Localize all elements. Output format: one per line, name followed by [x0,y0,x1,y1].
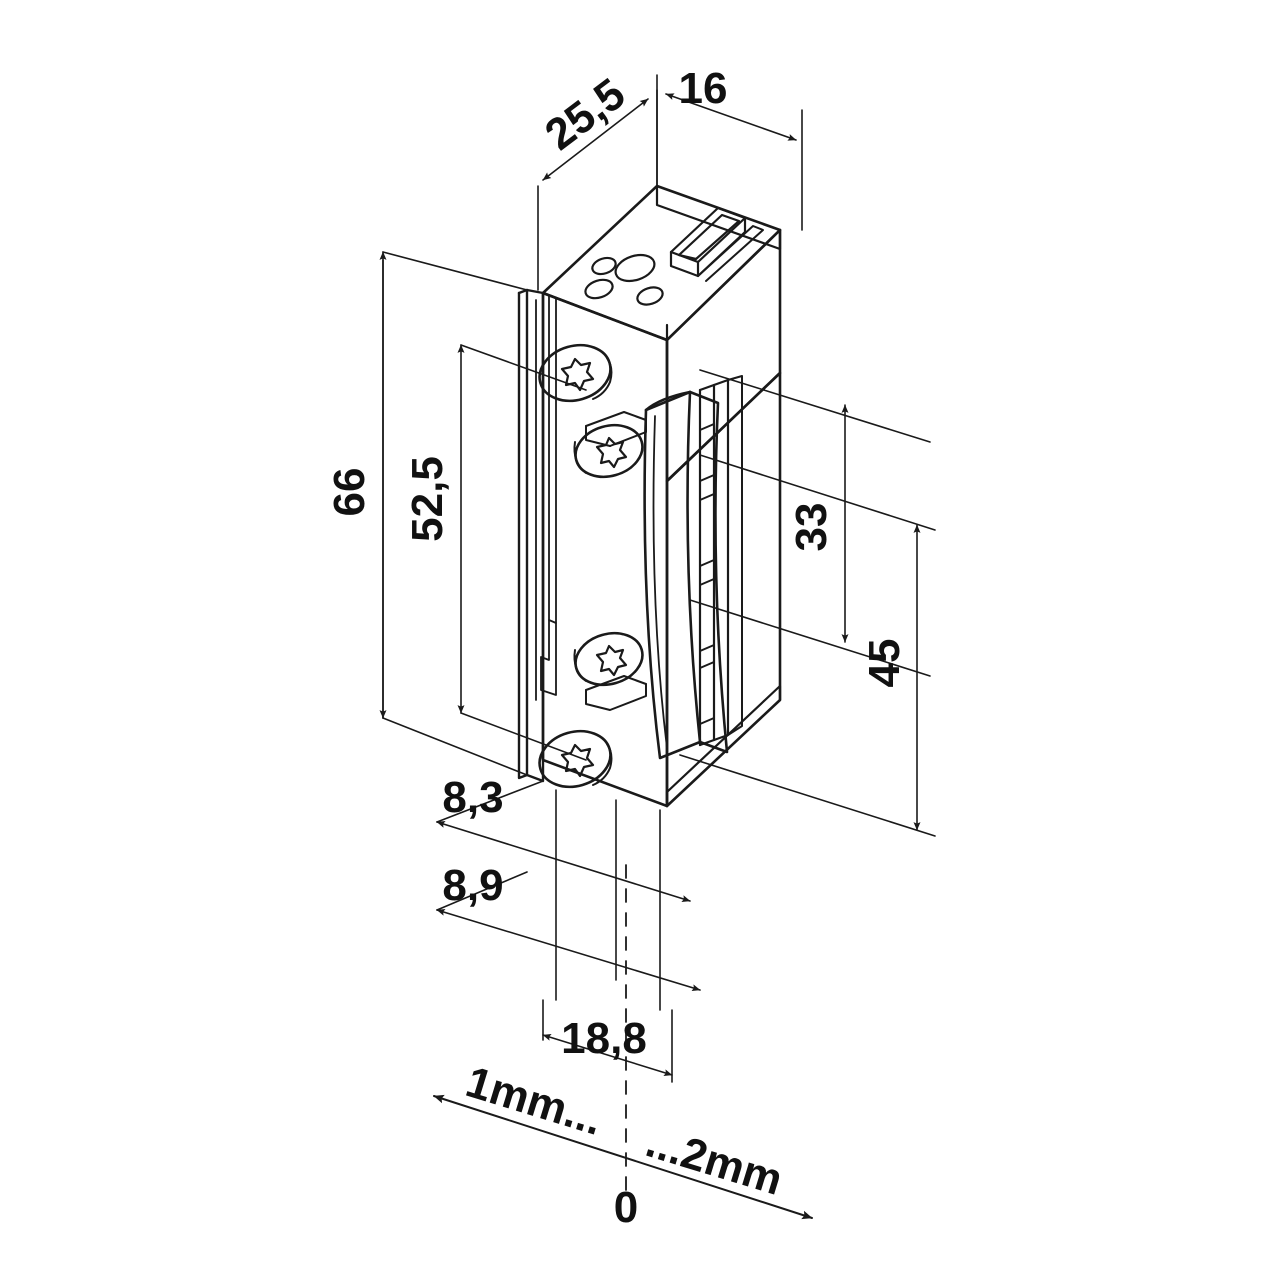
dimension-label-52-5: 52,5 [403,456,452,542]
housing-top-step [655,184,782,342]
dimension-label-18-8: 18,8 [561,1014,647,1063]
torx-socket-icon [560,357,595,392]
part-housing [541,184,782,808]
tolerance-label-zero: 0 [614,1183,638,1232]
dimension-18-8-line [542,999,673,1083]
faceplate [517,288,545,783]
latch-keeper-inner [652,415,668,749]
strike-ribs [699,423,715,725]
dimension-45-line [679,454,936,837]
torx-socket-icon [595,644,628,677]
dimension-label-25-5: 25,5 [536,69,634,160]
dimension-label-8-9: 8,9 [442,861,503,910]
strike-frame-edge [727,375,743,736]
dimension-label-45: 45 [860,639,909,688]
dimension-8-9-line [436,871,701,992]
tolerance-label-right: ...2mm [640,1117,788,1205]
torx-socket-icon [560,743,595,778]
hole-small-c [636,286,664,306]
dimension-label-66: 66 [325,468,374,517]
hole-small-a [591,256,617,276]
dimension-label-33: 33 [787,503,836,552]
screw-bottom-faceplate [538,729,613,789]
hole-small-b [584,278,614,300]
screw-lower-inner [573,631,644,687]
dimension-label-8-3: 8,3 [442,773,503,822]
top-face-slot-lip [697,225,764,282]
dimension-66-line [379,251,528,776]
dimension-33-line [689,369,931,677]
tolerance-label-left: 1mm... [460,1057,608,1145]
dimension-52-5-line [457,344,587,761]
cavity-ledges [585,411,647,711]
dimension-16-line [656,74,803,231]
hole-large [614,253,656,283]
housing-bottom-lip [665,684,782,808]
screw-upper-inner [573,423,644,479]
faceplate-edge-groove [535,295,557,701]
dimension-label-16: 16 [679,64,728,113]
screw-top-faceplate [538,343,613,403]
tolerance-scale-arrow [433,1094,813,1220]
